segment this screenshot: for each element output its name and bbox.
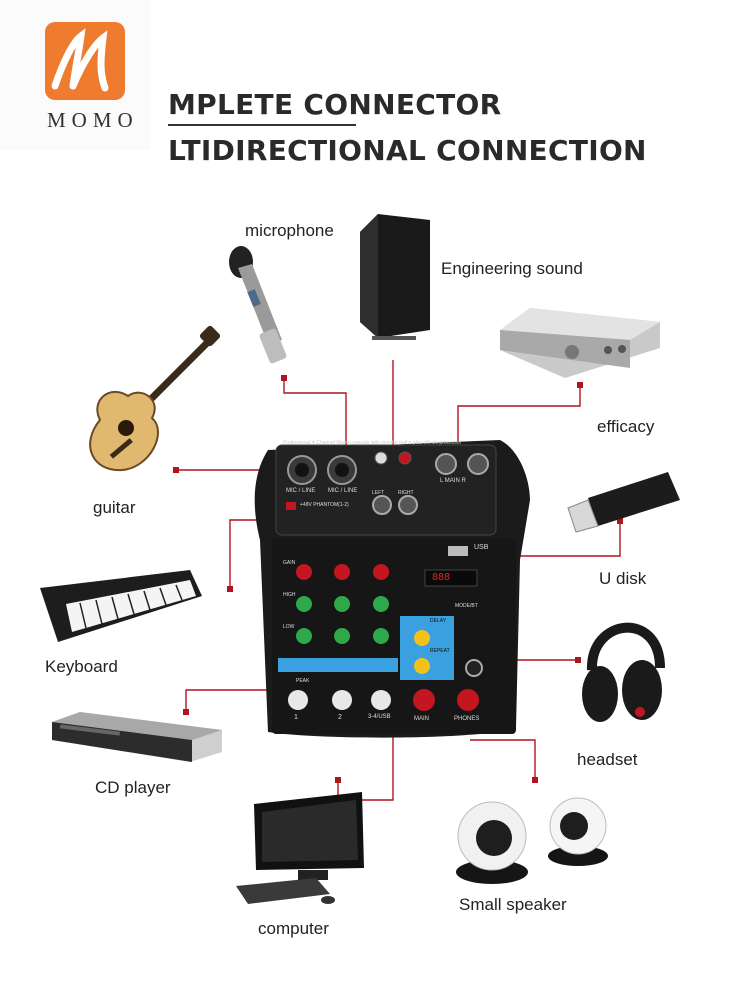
cd-player-label: CD player [95,778,171,797]
keyboard-icon [40,570,202,642]
phantom-label: +48V PHANTOM(1-2) [300,502,349,508]
microphone-label: microphone [245,221,334,240]
mixer-display: 888 [432,572,451,583]
repeat-label: REPEAT [430,648,450,654]
mic-line-1-label: MIC / LINE [286,488,316,494]
gain-label: GAIN [283,560,296,566]
l-main-r-label: L MAIN R [440,478,466,484]
guitar-label: guitar [93,498,136,517]
small-speaker-icon [456,797,608,884]
headline-line-2: LTIDIRECTIONAL CONNECTION [168,134,647,167]
mic-line-2-label: MIC / LINE [328,488,358,494]
mode-bt-label: MODE/BT [455,603,478,609]
computer-icon [236,792,364,904]
channel-1-label: 1 [294,714,298,721]
small-speaker-label: Small speaker [459,895,567,914]
usb-drive-icon [567,472,680,533]
keyboard-label: Keyboard [45,657,118,676]
speaker-cabinet-icon [360,214,430,340]
high-label: HIGH [283,592,296,598]
headphones-icon [582,622,665,722]
amplifier-icon [500,308,660,378]
usb-label: USB [474,544,489,551]
guitar-icon [89,325,221,472]
efficacy-label: efficacy [597,417,655,436]
delay-label: DELAY [430,618,447,624]
low-label: LOW [283,624,295,630]
main-label: MAIN [414,716,429,722]
engineering-sound-label: Engineering sound [441,259,583,278]
cd-player-icon [52,712,222,762]
mixer-top-banner: Professional 4-Channel Mixing console wi… [283,440,462,446]
brand-name: MOMO [47,108,139,132]
microphone-icon [229,246,287,364]
headset-label: headset [577,750,638,769]
u-disk-label: U disk [599,569,647,588]
channel-knobs [288,564,479,711]
momo-logo-icon [45,22,125,100]
channel-3-4-label: 3-4/USB [368,714,391,720]
peak-label: PEAK [296,678,310,684]
headline-underline [168,124,356,126]
phones-label: PHONES [454,716,480,722]
right-label: RIGHT [398,490,414,496]
left-label: LEFT [372,490,385,496]
channel-2-label: 2 [338,714,342,721]
mixer-console [254,440,530,738]
computer-label: computer [258,919,329,938]
headline-line-1: MPLETE CONNECTOR [168,88,502,121]
